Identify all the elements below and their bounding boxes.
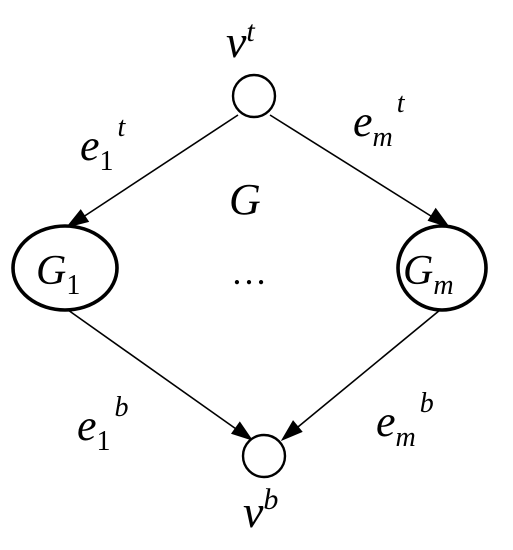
subgraph-m-label: Gm [403,248,454,301]
edge-top-left-arrowhead [65,209,90,228]
edge-bottom-left [67,309,247,437]
bottom-vertex-node [241,433,287,479]
ellipsis-label: … [231,252,267,292]
edge-bottom-right-arrowhead [280,420,303,442]
edge-top-left [73,114,239,224]
edge-bottom-left-label: e1b [77,392,129,457]
top-vertex-node [231,73,277,119]
edge-bottom-right [286,309,441,437]
edge-top-right-label: emt [353,88,406,153]
bottom-vertex-label: vb [243,483,278,537]
edge-top-right [269,114,443,224]
top-vertex-label: vt [226,15,255,67]
subgraph-1-node [11,224,119,312]
edge-bottom-left-arrowhead [230,421,254,441]
edges [65,114,451,442]
edge-top-right-arrowhead [427,207,451,228]
edge-top-left-label: e1t [80,112,127,177]
subgraph-m-node [396,224,488,312]
subgraph-1-label: G1 [36,248,80,301]
edge-bottom-right-label: emb [376,388,434,453]
graph-label: G [229,175,261,224]
